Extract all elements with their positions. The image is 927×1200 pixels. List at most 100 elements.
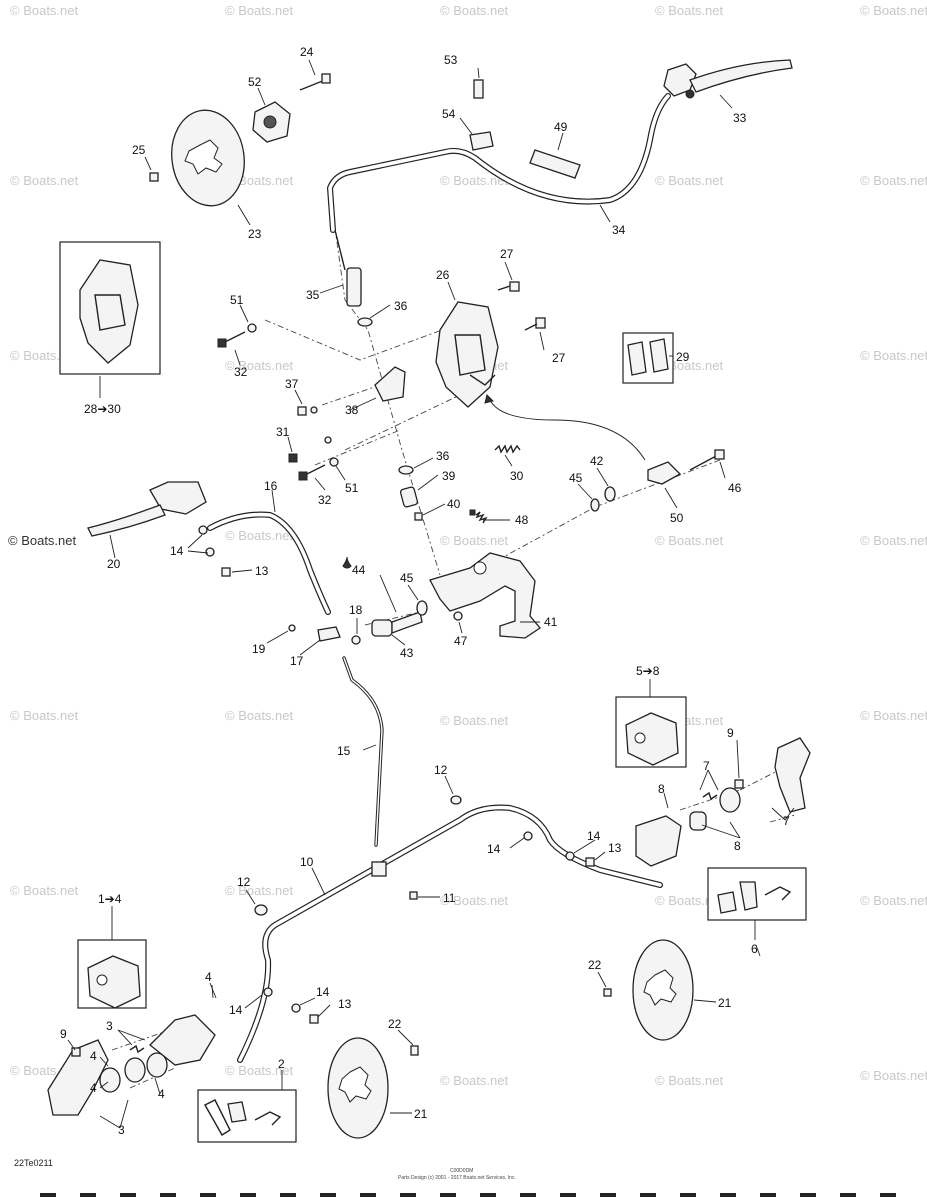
callout-8b: 8: [734, 839, 741, 853]
watermark: © Boats.net: [225, 358, 294, 373]
hub-52: [252, 101, 291, 143]
callout-31: 31: [276, 425, 290, 439]
callout-38: 38: [345, 403, 359, 417]
box-6: [707, 867, 807, 921]
callout-13b: 13: [608, 841, 622, 855]
callout-14b: 14: [587, 829, 601, 843]
washer-36-mid: [398, 465, 414, 475]
banjo-bolt-13-right: [585, 857, 595, 867]
pedal-41: [429, 552, 541, 639]
banjo-bolt-13-left: [221, 567, 231, 577]
callout-6: 6: [751, 942, 758, 956]
callout-49: 49: [554, 120, 568, 134]
clamp-54: [469, 131, 494, 151]
callout-3b: 3: [118, 1123, 125, 1137]
bolt-32-top: [217, 331, 246, 348]
nut-19: [288, 624, 296, 632]
leader-lines: [67, 59, 795, 1129]
callout-36a: 36: [394, 299, 408, 313]
callout-11: 11: [443, 891, 456, 905]
watermark: © Boats.net: [440, 713, 509, 728]
watermark: © Boats.net: [860, 708, 927, 723]
bolt-32-bottom: [298, 464, 326, 481]
callout-47: 47: [454, 634, 468, 648]
screw-53: [473, 79, 484, 99]
washer-51-top: [247, 323, 257, 333]
watermark: © Boats.net: [655, 3, 724, 18]
box-2: [197, 1089, 297, 1143]
callout-41: 41: [544, 615, 558, 629]
callout-13a: 13: [255, 564, 269, 578]
callout-22a: 22: [588, 958, 602, 972]
callout-40: 40: [447, 497, 461, 511]
watermark: © Boats.net: [860, 173, 927, 188]
callout-21a: 21: [718, 996, 732, 1010]
watermark: © Boats.net: [655, 893, 724, 908]
callout-12b: 12: [237, 875, 251, 889]
bracket-17: [317, 626, 341, 642]
bolt-24: [299, 73, 331, 91]
callout-29: 29: [676, 350, 690, 364]
caliper-26: [435, 301, 499, 408]
callout-23: 23: [248, 227, 262, 241]
bolt-11: [409, 891, 418, 900]
callout-52: 52: [248, 75, 262, 89]
callout-36b: 36: [436, 449, 450, 463]
grease-drop-icon: [342, 556, 352, 569]
callout-45a: 45: [569, 471, 583, 485]
bracket-50: [647, 461, 682, 485]
nut-47: [453, 611, 463, 621]
bolt-22-left: [410, 1045, 419, 1056]
callout-53: 53: [444, 53, 458, 67]
callout-54: 54: [442, 107, 456, 121]
callout-labels: 24 52 25 23 53 54 49 33 34 26 27 27 51 3…: [60, 45, 790, 1137]
callout-44: 44: [352, 563, 366, 577]
banjo-bolt-13-left-bottom: [309, 1014, 319, 1024]
grommet-12-bottom: [254, 904, 268, 916]
callout-33: 33: [733, 111, 747, 125]
callout-14d: 14: [229, 1003, 243, 1017]
callout-12a: 12: [434, 763, 448, 777]
watermark: © Boats.net: [860, 1068, 927, 1083]
callout-15: 15: [337, 744, 351, 758]
spring-30: [494, 444, 521, 454]
bolt-27-a: [497, 281, 520, 292]
callout-27b: 27: [552, 351, 566, 365]
callout-32a: 32: [234, 365, 248, 379]
brake-cable-34: [327, 93, 671, 271]
box-5-8: [615, 696, 687, 768]
callout-17: 17: [290, 654, 304, 668]
watermark: © Boats.net: [860, 533, 927, 548]
watermark: © Boats.net: [860, 893, 927, 908]
watermark: © Boats.net: [655, 173, 724, 188]
callout-14e: 14: [316, 985, 330, 999]
watermark: © Boats.net: [440, 1073, 509, 1088]
callout-26: 26: [436, 268, 450, 282]
brake-disc-21-left: [327, 1037, 389, 1139]
washer-36-top: [357, 317, 373, 327]
fitting-35: [346, 267, 362, 307]
watermark-layer: © Boats.net © Boats.net © Boats.net © Bo…: [10, 3, 927, 1088]
callout-32b: 32: [318, 493, 332, 507]
watermark: © Boats.net: [225, 528, 294, 543]
callout-10: 10: [300, 855, 314, 869]
rear-brake-disc-23: [171, 109, 245, 207]
watermark: © Boats.net: [10, 883, 79, 898]
watermark: © Boats.net: [225, 1063, 294, 1078]
callout-25: 25: [132, 143, 146, 157]
box-1-4: [77, 939, 147, 1009]
pad-49: [529, 149, 581, 179]
bolt-31: [288, 436, 332, 463]
watermark: © Boats.net: [440, 533, 509, 548]
watermark: © Boats.net: [225, 3, 294, 18]
caliper-left: [47, 1014, 216, 1116]
callout-14c: 14: [487, 842, 501, 856]
watermark: © Boats.net: [655, 1073, 724, 1088]
callout-50: 50: [670, 511, 684, 525]
leader-arrow-30: [489, 399, 646, 461]
washers-14-right: [523, 831, 575, 861]
nut-25: [149, 172, 159, 182]
callout-27a: 27: [500, 247, 514, 261]
washer-45-lower: [416, 600, 428, 616]
watermark: © Boats.net: [440, 893, 509, 908]
